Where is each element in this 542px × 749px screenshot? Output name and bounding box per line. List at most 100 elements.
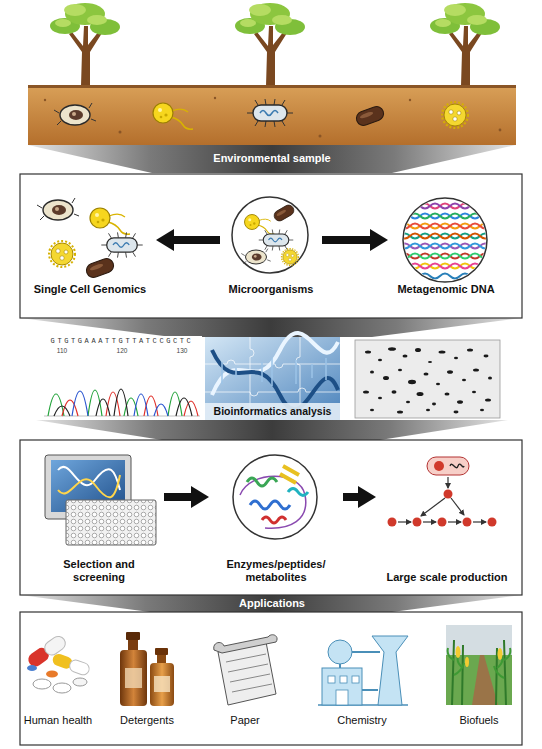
gel-image xyxy=(415,348,421,352)
protein-circle xyxy=(280,466,299,483)
application-caption: Chemistry xyxy=(337,714,387,727)
dna-circle xyxy=(400,264,490,269)
soil-band xyxy=(28,85,516,88)
chemistry-icon xyxy=(340,676,347,683)
biofuel-icon xyxy=(456,646,461,658)
soil-band xyxy=(319,135,322,138)
detergent-icon xyxy=(128,640,138,651)
protein-circle xyxy=(240,476,306,528)
node-label: Single Cell Genomics xyxy=(34,283,146,298)
application-caption: Paper xyxy=(230,714,259,727)
production-pathway xyxy=(463,518,472,527)
protein-circle xyxy=(262,517,286,523)
gel-image xyxy=(363,347,492,413)
node-label: Metagenomic DNA xyxy=(397,283,494,298)
node-label: Enzymes/peptides/ metabolites xyxy=(217,558,335,586)
microbe-circle xyxy=(272,203,295,223)
chemistry-icon xyxy=(336,690,348,705)
funnel-band xyxy=(20,318,522,337)
node-label: Microorganisms xyxy=(229,283,314,298)
gel-image xyxy=(378,359,382,361)
production-pathway xyxy=(413,518,422,527)
pills-icon xyxy=(27,665,37,671)
gel-image xyxy=(370,409,374,411)
detergent-icon xyxy=(150,663,174,706)
funnel-band xyxy=(20,595,522,612)
production-pathway xyxy=(434,461,444,471)
bioinformatics-picture xyxy=(222,358,326,386)
production-pathway xyxy=(447,477,448,488)
gel-image xyxy=(392,390,397,394)
soil-band xyxy=(119,131,122,134)
position-number: 120 xyxy=(117,347,128,355)
well-plate xyxy=(66,500,156,545)
pills-icon xyxy=(33,679,51,689)
chemistry-icon xyxy=(352,652,380,690)
gel-image xyxy=(454,357,458,359)
production-pathway xyxy=(473,521,486,522)
application-caption: Biofuels xyxy=(459,714,498,727)
bioinformatics-picture xyxy=(205,333,340,420)
gel-image xyxy=(473,368,479,371)
soil-microbe xyxy=(442,102,468,128)
soil-microbe xyxy=(153,103,193,129)
application-caption: Human health xyxy=(24,714,93,727)
application-caption: Detergents xyxy=(120,714,174,727)
detergent-icon xyxy=(126,632,140,640)
paper-icon xyxy=(226,654,272,692)
soil-band xyxy=(28,85,516,145)
production-pathway xyxy=(451,498,464,515)
protein-circle xyxy=(250,501,290,509)
biofuel-icon xyxy=(498,648,503,660)
funnel-band xyxy=(20,145,522,612)
microbe-cluster xyxy=(37,198,143,279)
chromatogram xyxy=(42,336,202,418)
chemistry-icon xyxy=(372,636,408,705)
production-pathway xyxy=(388,518,397,527)
process-node: Selection and screening xyxy=(38,452,160,586)
method-node: Metagenomic DNA xyxy=(392,190,500,298)
chemistry-icon xyxy=(352,676,359,683)
gel-image xyxy=(365,351,371,354)
chemistry-icon xyxy=(318,636,408,705)
soil-microbe xyxy=(247,99,293,127)
gel-image xyxy=(370,371,374,374)
trees xyxy=(50,3,120,86)
computer-icon xyxy=(58,475,120,497)
gel-image xyxy=(436,383,440,386)
detergent-icon xyxy=(120,632,174,706)
gel-image xyxy=(406,401,410,403)
microbe-circle xyxy=(241,249,270,264)
biofuel-icon xyxy=(446,625,512,705)
gel-image xyxy=(383,376,389,380)
gel-image xyxy=(484,355,489,358)
soil-band xyxy=(44,99,46,101)
production-pathway xyxy=(450,464,464,468)
microbe-circle xyxy=(282,249,299,266)
gel-image xyxy=(447,370,453,374)
trees xyxy=(235,3,305,86)
microbe-cluster xyxy=(90,208,130,234)
soil-microbe xyxy=(354,105,385,128)
production-pathway xyxy=(438,518,447,527)
node-label: Large scale production xyxy=(386,571,507,586)
paper-icon xyxy=(214,635,277,705)
flow-arrow xyxy=(322,236,372,244)
microbe-circle xyxy=(232,197,308,273)
position-number: 110 xyxy=(57,347,67,355)
protein-circle xyxy=(288,489,308,496)
detergent-icon xyxy=(120,650,147,706)
microbe-circle xyxy=(232,197,308,273)
microbe-circle xyxy=(245,215,275,235)
protein-circle xyxy=(247,478,277,486)
source-node: Microorganisms xyxy=(224,190,318,298)
gel-image xyxy=(408,380,416,384)
gel-image xyxy=(397,411,403,414)
gel-image xyxy=(388,347,396,351)
gel-image xyxy=(480,409,484,411)
base-sequence: GTGTGAAATTGTTATCCGCTC xyxy=(51,337,194,345)
computer-icon xyxy=(58,467,120,490)
flow-arrow xyxy=(164,493,193,501)
gel-image xyxy=(426,409,430,412)
